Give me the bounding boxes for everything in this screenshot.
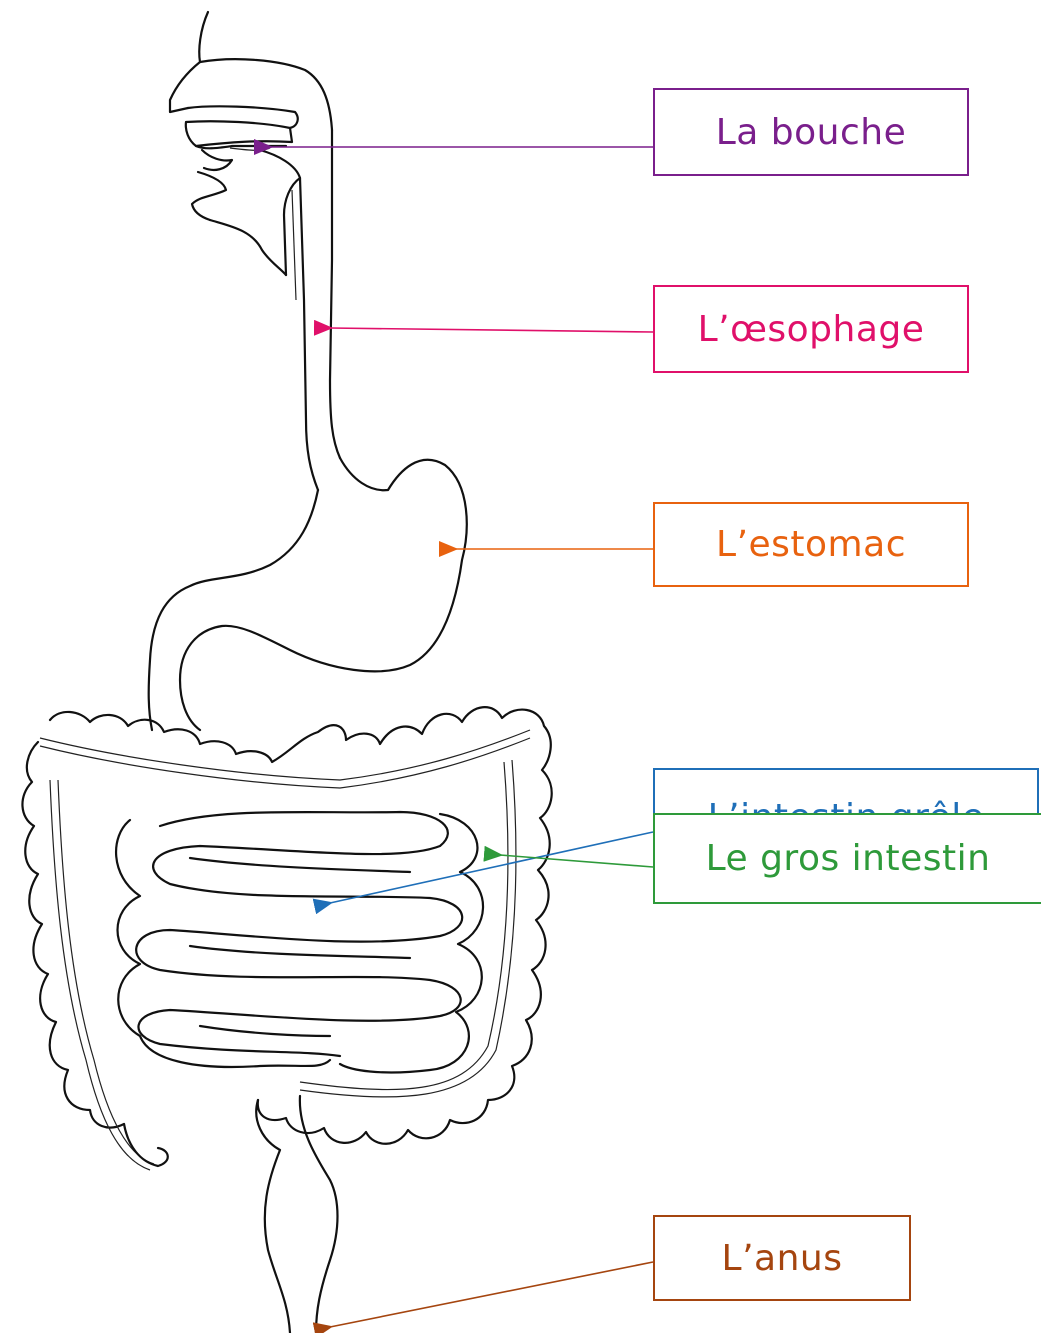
mouth-organ (170, 12, 332, 275)
arrow-anus (330, 1262, 653, 1327)
label-estomac: L’estomac (653, 502, 969, 587)
arrow-intestin-grele (330, 832, 653, 903)
label-oesophage: L’œsophage (653, 285, 969, 373)
label-anus: L’anus (653, 1215, 911, 1301)
label-gros-intestin: Le gros intestin (653, 813, 1041, 904)
stomach-organ (149, 458, 467, 730)
arrow-oesophage (330, 328, 653, 332)
esophagus-organ (292, 130, 340, 490)
small-intestine-organ (116, 812, 483, 1072)
label-bouche: La bouche (653, 88, 969, 176)
